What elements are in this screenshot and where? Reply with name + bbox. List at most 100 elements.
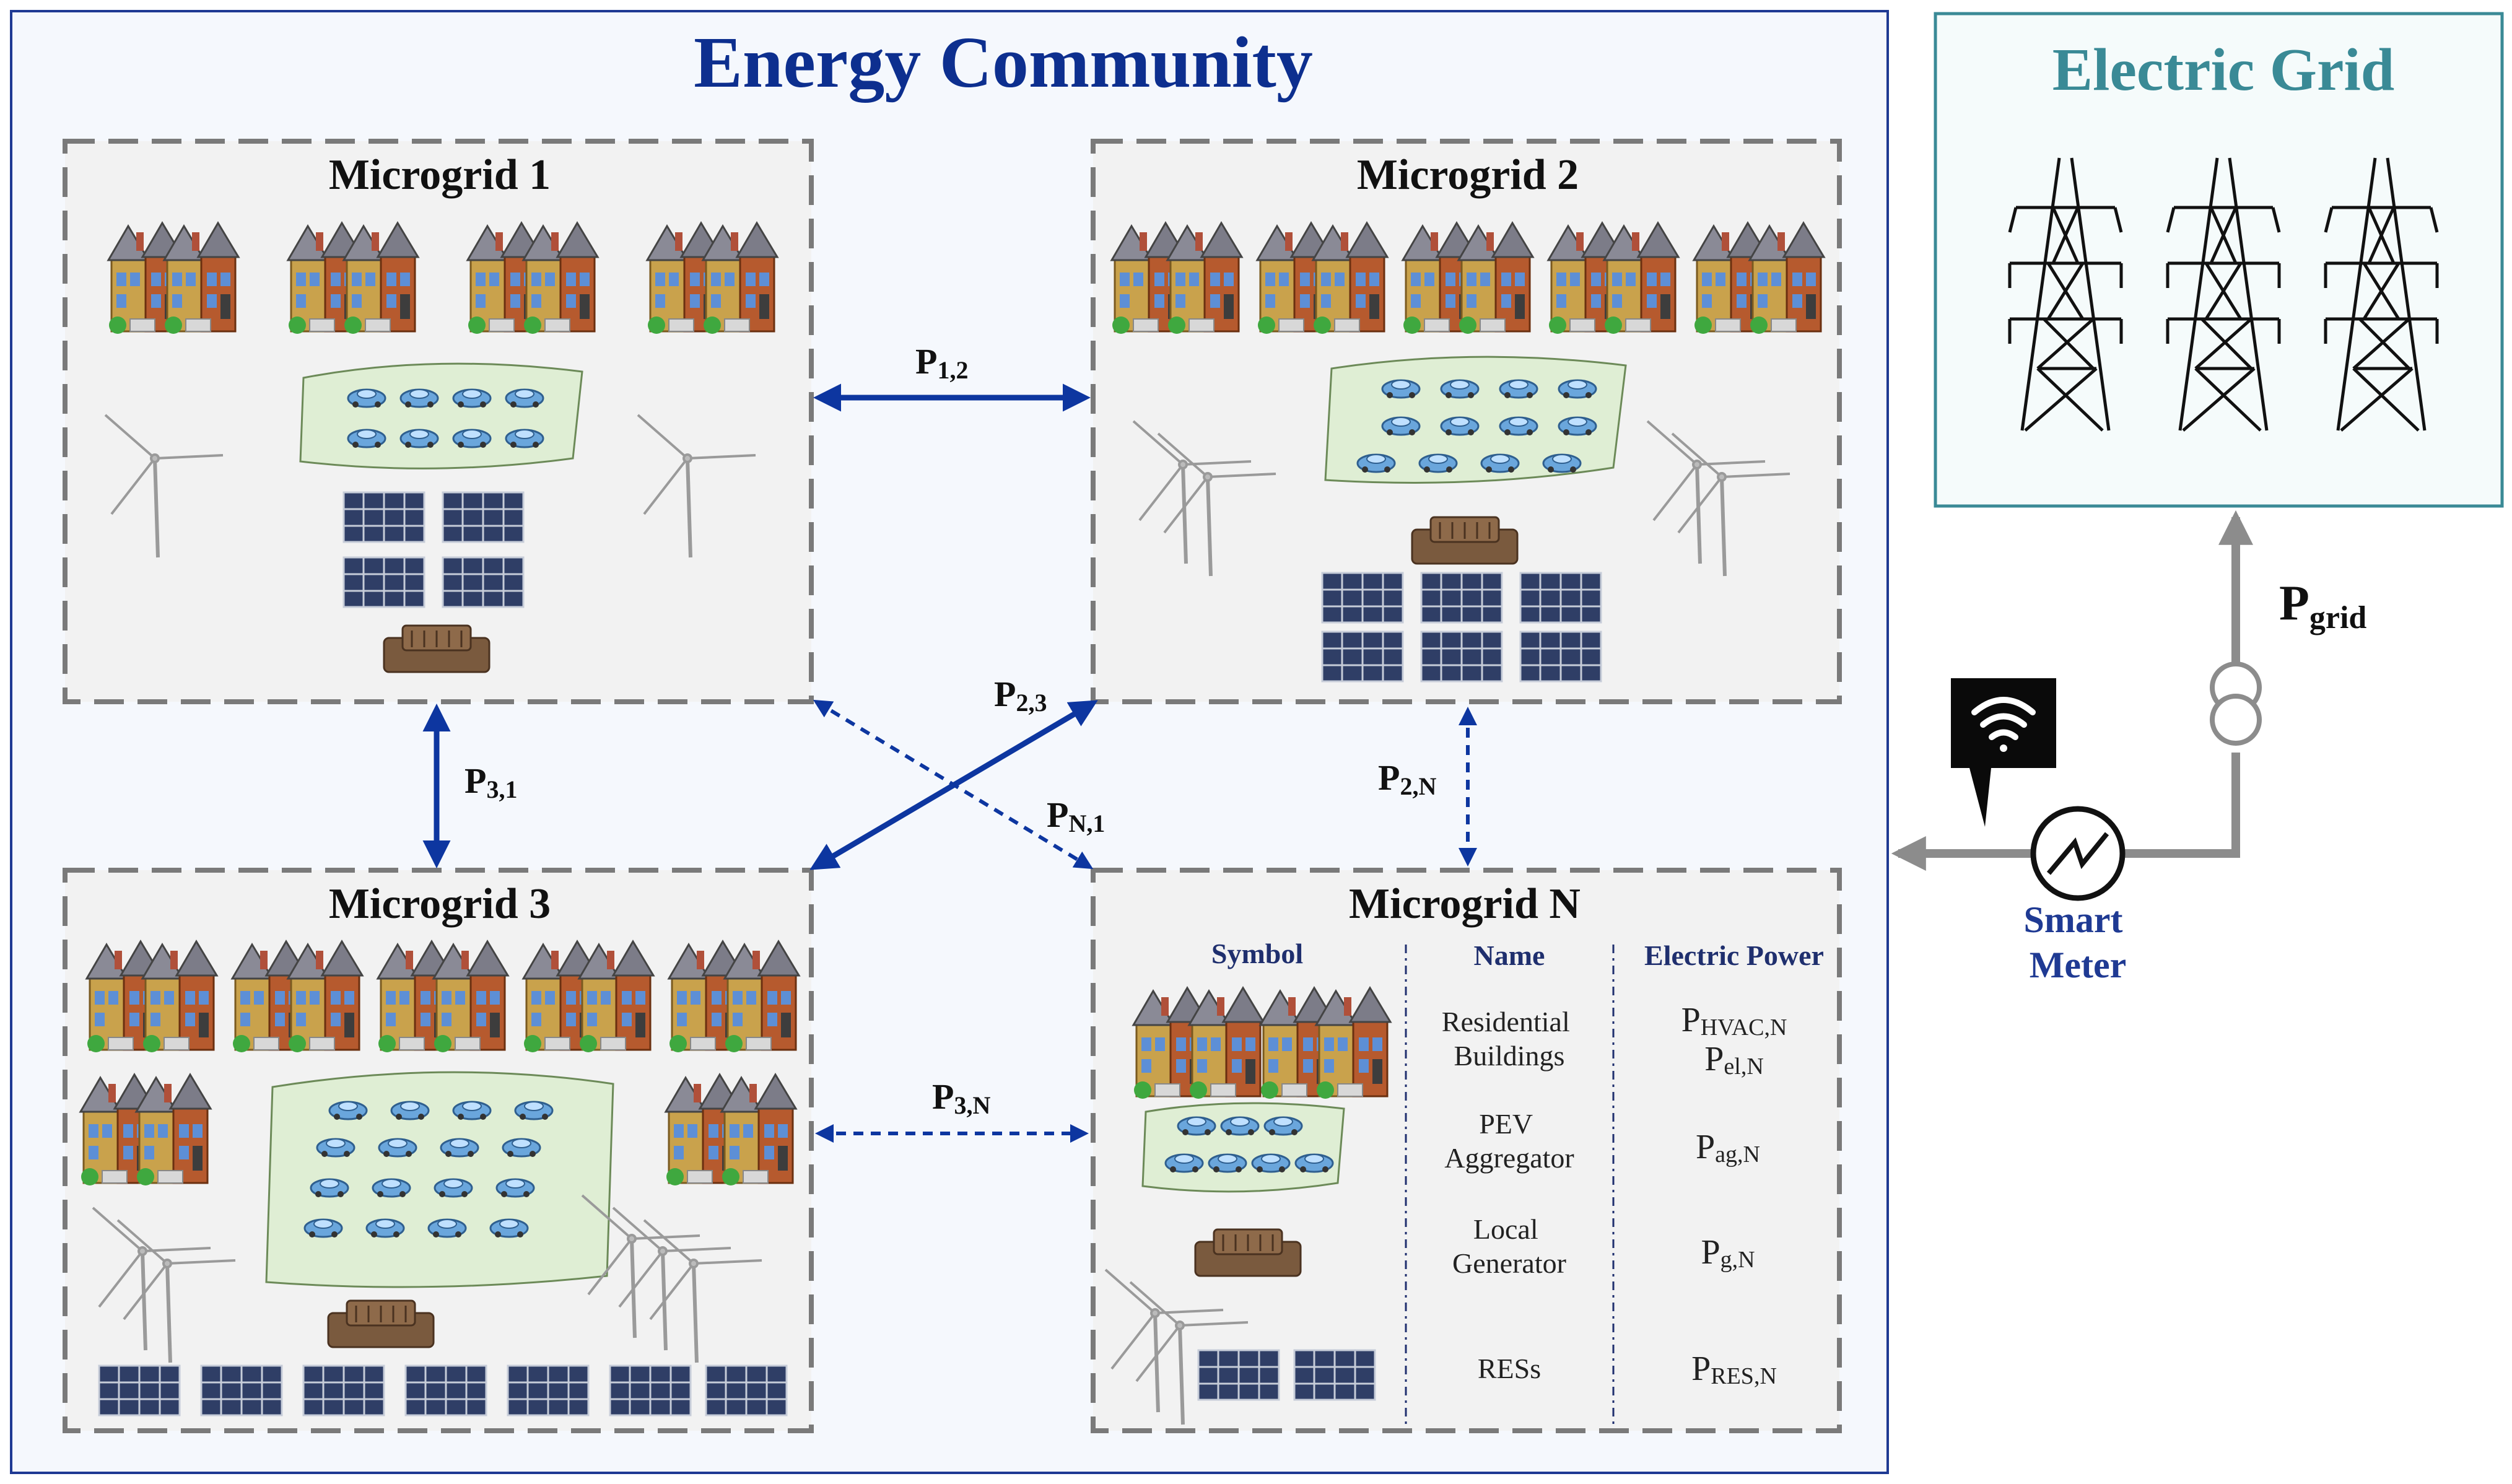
legend-header-name: Name — [1474, 940, 1545, 971]
svg-text:Smart Meter: Smart Meter — [2024, 899, 2132, 985]
car-icon — [514, 1101, 554, 1121]
car-icon — [399, 388, 439, 409]
car-icon — [316, 1138, 355, 1158]
car-icon — [1381, 416, 1421, 437]
car-icon — [365, 1218, 405, 1239]
solar-panel-icon — [442, 556, 525, 608]
legend-name: Generator — [1452, 1247, 1566, 1279]
flow-label-main: P — [932, 1076, 954, 1117]
parking-lot — [265, 1071, 614, 1288]
car-icon — [1558, 416, 1597, 437]
legend-power-sub: RES,N — [1711, 1363, 1777, 1389]
solar-panel-icon — [1197, 1349, 1280, 1401]
svg-text:Residential Buildings: Residential Buildings — [1442, 1006, 1577, 1072]
car-icon — [505, 388, 544, 409]
solar-panel-icon — [609, 1364, 692, 1416]
solar-panel-icon — [98, 1364, 181, 1416]
flow-label-sub: 2,3 — [1016, 689, 1047, 717]
legend-power-sub: ag,N — [1715, 1141, 1760, 1168]
solar-panel-icon — [1420, 631, 1503, 683]
grid-power-main: P — [2279, 576, 2309, 631]
car-icon — [347, 388, 386, 409]
svg-text:PRES,N: PRES,N — [1691, 1350, 1777, 1389]
svg-text:Pgrid: Pgrid — [2279, 576, 2366, 635]
flow-label-main: P — [915, 341, 937, 382]
legend-name: Local — [1473, 1213, 1538, 1245]
flow-label-sub: 2,N — [1400, 772, 1436, 800]
solar-panel-icon — [302, 1364, 385, 1416]
solar-panel-icon — [705, 1364, 788, 1416]
smart-meter-label: Meter — [2030, 945, 2127, 985]
car-icon — [1220, 1116, 1260, 1137]
legend-power-main: P — [1681, 1001, 1701, 1039]
legend-power-sub: HVAC,N — [1701, 1015, 1787, 1041]
car-icon — [390, 1101, 430, 1121]
car-icon — [303, 1218, 343, 1239]
car-icon — [440, 1138, 479, 1158]
legend-power-main: P — [1691, 1350, 1711, 1388]
car-icon — [1177, 1116, 1216, 1137]
flow-label-main: P — [464, 761, 486, 801]
legend-power-sub: g,N — [1720, 1247, 1755, 1273]
svg-text:P2,3: P2,3 — [994, 674, 1047, 717]
solar-panel-icon — [1519, 631, 1602, 683]
svg-text:P3,N: P3,N — [932, 1076, 990, 1119]
car-icon — [1440, 379, 1480, 399]
legend-header-power: Electric Power — [1644, 940, 1824, 971]
solar-panel-icon — [342, 556, 425, 608]
flow-label-sub: 3,N — [954, 1091, 990, 1119]
microgrid-n: Microgrid N Symbol Name Electric Power R… — [1091, 868, 1842, 1433]
svg-text:PN,1: PN,1 — [1047, 795, 1105, 837]
legend-name: Buildings — [1454, 1040, 1565, 1072]
car-icon — [1381, 379, 1421, 399]
car-icon — [427, 1218, 467, 1239]
community-title: Energy Community — [694, 22, 1313, 103]
solar-panel-icon — [342, 491, 425, 543]
flow-label-main: P — [1047, 795, 1068, 835]
microgrid-2-title: Microgrid 2 — [1357, 151, 1579, 199]
svg-text:PEV Aggregator: PEV Aggregator — [1444, 1108, 1574, 1174]
car-icon — [378, 1138, 417, 1158]
microgrid-1: Microgrid 1 — [63, 139, 814, 704]
car-icon — [1418, 453, 1458, 474]
legend-power-main: P — [1696, 1128, 1715, 1166]
car-icon — [399, 429, 439, 449]
car-icon — [1251, 1153, 1291, 1174]
car-icon — [1480, 453, 1520, 474]
flow-label-sub: 1,2 — [937, 356, 968, 384]
solar-panel-icon — [1321, 572, 1404, 624]
car-icon — [452, 388, 492, 409]
legend-name: Residential — [1442, 1006, 1570, 1037]
svg-text:Local Generator: Local Generator — [1452, 1213, 1566, 1279]
car-icon — [347, 429, 386, 449]
microgrid-2: Microgrid 2 — [1091, 139, 1842, 704]
car-icon — [489, 1218, 529, 1239]
solar-panel-icon — [1519, 572, 1602, 624]
car-icon — [452, 1101, 492, 1121]
transformer-icon — [2210, 694, 2262, 746]
solar-panel-icon — [442, 491, 525, 543]
solar-panel-icon — [200, 1364, 283, 1416]
wifi-icon — [1971, 697, 2036, 752]
microgrid-1-title: Microgrid 1 — [329, 151, 551, 199]
car-icon — [328, 1101, 368, 1121]
flow-label-sub: N,1 — [1068, 810, 1105, 837]
solar-panel-icon — [1321, 631, 1404, 683]
car-icon — [1499, 416, 1538, 437]
car-icon — [452, 429, 492, 449]
grid-frame — [1934, 12, 2504, 508]
parking-lot — [1141, 1102, 1345, 1193]
svg-text:P2,N: P2,N — [1378, 757, 1436, 800]
car-icon — [1263, 1116, 1303, 1137]
grid-power-sub: grid — [2309, 600, 2367, 635]
flow-label-main: P — [994, 674, 1016, 714]
wifi-badge — [1951, 678, 2056, 827]
car-icon — [310, 1178, 349, 1198]
solar-panel-icon — [507, 1364, 590, 1416]
solar-panel-icon — [1293, 1349, 1376, 1401]
car-icon — [1542, 453, 1582, 474]
car-icon — [502, 1138, 541, 1158]
flow-label-sub: 3,1 — [486, 775, 517, 803]
microgrid-n-title: Microgrid N — [1349, 880, 1581, 928]
svg-text:RESs: RESs — [1478, 1353, 1541, 1384]
